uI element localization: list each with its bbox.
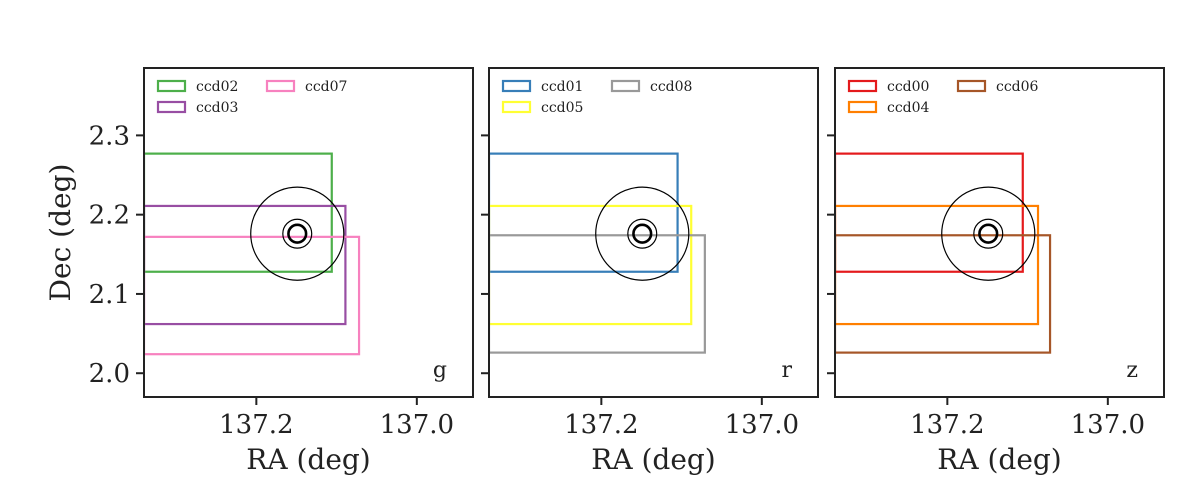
x-tick-label: 137.2 (564, 410, 638, 440)
mid-radius-circle (627, 218, 658, 249)
x-axis-label: RA (deg) (246, 443, 370, 476)
axes-frame (143, 67, 474, 398)
x-tick-label: 137.0 (1071, 410, 1145, 440)
legend-label-ccd04: ccd04 (887, 100, 930, 116)
legend-swatch-ccd08 (610, 79, 641, 93)
ccd-footprint-ccd02 (144, 152, 333, 273)
legend-label-ccd05: ccd05 (541, 100, 583, 116)
x-tick-label: 137.0 (725, 410, 799, 440)
ccd-footprint-ccd08 (489, 234, 706, 354)
band-label: z (1126, 358, 1138, 383)
ccd-footprint-ccd05 (489, 204, 693, 326)
x-axis-label: RA (deg) (937, 443, 1061, 476)
legend-swatch-ccd01 (501, 79, 532, 93)
legend-swatch-ccd06 (956, 79, 987, 93)
x-tick-label: 137.2 (219, 410, 293, 440)
x-axis-label: RA (deg) (591, 443, 715, 476)
x-tick-label: 137.2 (910, 410, 984, 440)
y-tick-label: 2.2 (89, 201, 130, 231)
legend-label-ccd06: ccd06 (996, 79, 1039, 95)
inner-radius-circle (632, 223, 653, 244)
ccd-footprint-ccd04 (835, 204, 1040, 326)
y-tick-label: 2.1 (89, 280, 130, 310)
legend-label-ccd02: ccd02 (196, 79, 238, 95)
legend-swatch-ccd00 (847, 79, 878, 93)
legend-swatch-ccd02 (156, 79, 187, 93)
ccd-footprint-ccd01 (489, 152, 679, 273)
y-axis-label: Dec (deg) (44, 164, 77, 302)
y-tick-label: 2.0 (89, 359, 130, 389)
legend-swatch-ccd07 (265, 79, 296, 93)
ccd-footprint-ccd06 (835, 234, 1052, 354)
inner-radius-circle (978, 223, 999, 244)
mid-radius-circle (973, 218, 1004, 249)
ccd-footprint-ccd00 (835, 152, 1024, 273)
ccd-footprint-ccd03 (144, 204, 347, 326)
y-tick-label: 2.3 (89, 121, 130, 151)
legend-label-ccd01: ccd01 (541, 79, 583, 95)
legend-swatch-ccd05 (501, 100, 532, 114)
legend-swatch-ccd03 (156, 100, 187, 114)
legend-label-ccd03: ccd03 (196, 100, 238, 116)
band-label: g (433, 358, 447, 383)
legend-label-ccd08: ccd08 (650, 79, 692, 95)
band-label: r (781, 358, 792, 383)
ccd-footprint-ccd07 (144, 235, 361, 356)
axes-frame (834, 67, 1165, 398)
legend-label-ccd07: ccd07 (305, 79, 347, 95)
mid-radius-circle (282, 218, 313, 249)
legend-swatch-ccd04 (847, 100, 878, 114)
x-tick-label: 137.0 (380, 410, 454, 440)
outer-radius-circle (941, 186, 1036, 281)
outer-radius-circle (595, 186, 690, 281)
legend-label-ccd00: ccd00 (887, 79, 929, 95)
inner-radius-circle (287, 223, 308, 244)
outer-radius-circle (250, 186, 345, 281)
axes-frame (488, 67, 819, 398)
